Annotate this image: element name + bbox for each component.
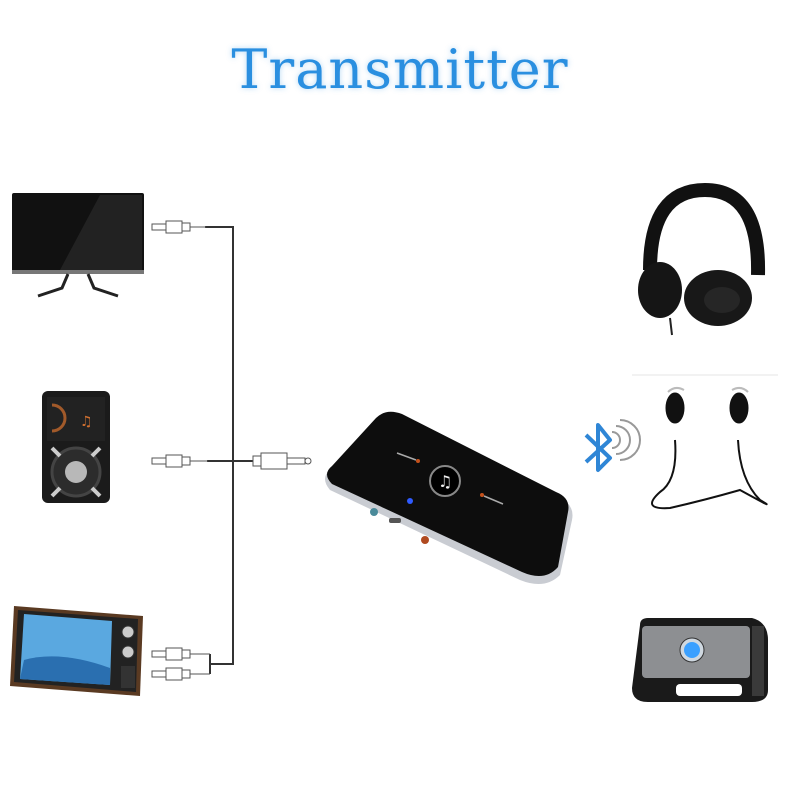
bluetooth-icon (584, 423, 612, 472)
jack-plug-transmitter (252, 452, 312, 470)
headphones-icon (638, 182, 766, 336)
svg-text:♫: ♫ (80, 414, 93, 430)
blue-led-icon (407, 498, 413, 504)
bluetooth-signal-waves-icon (611, 419, 641, 461)
music-note-logo-icon (429, 465, 461, 497)
audio-port-icon (370, 508, 378, 516)
jack-plug-player (151, 454, 208, 468)
page-title: Transmitter (231, 38, 569, 101)
usb-port-icon (389, 518, 401, 523)
svg-text:♫: ♫ (438, 472, 452, 491)
music-player-icon: ♫ (42, 391, 110, 503)
jack-plug-monitor (151, 220, 206, 234)
rca-plugs-tv (151, 647, 210, 681)
earphones-icon (632, 374, 778, 510)
speaker-icon (632, 618, 768, 702)
transmitter-device: ♫ (325, 411, 573, 584)
audio-out-port-icon (421, 536, 429, 544)
monitor-icon (12, 193, 144, 298)
cable-wiring (205, 226, 262, 674)
tv-icon (10, 606, 143, 696)
